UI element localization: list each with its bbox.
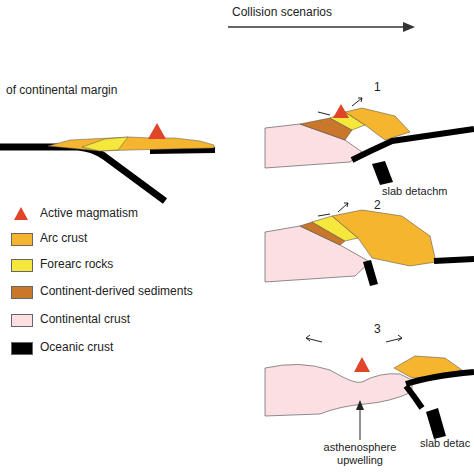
detached-slab xyxy=(372,161,393,185)
annotation: slab detachm xyxy=(382,185,447,198)
annotation: asthenosphere upwelling xyxy=(305,441,415,467)
legend-label: Continental crust xyxy=(40,312,130,326)
legend-label: Oceanic crust xyxy=(40,340,113,354)
oceanic-crust xyxy=(352,129,474,160)
continental-crust xyxy=(265,364,412,416)
legend-symbol xyxy=(11,206,31,221)
volcano-symbol xyxy=(14,207,28,220)
oceanic-crust xyxy=(150,150,215,151)
volcano xyxy=(148,123,166,139)
legend-label: Active magmatism xyxy=(40,206,138,220)
volcano xyxy=(333,104,349,118)
forearc-rocks xyxy=(82,137,128,151)
legend-swatch xyxy=(11,342,33,355)
legend-item: Oceanic crust xyxy=(0,340,260,356)
legend-label: Arc crust xyxy=(40,231,87,245)
scenario-number: 2 xyxy=(374,198,381,212)
oceanic-crust xyxy=(434,259,474,261)
volcano xyxy=(354,357,370,372)
arrow-head xyxy=(356,400,364,410)
subducting-slab xyxy=(406,386,422,408)
arrow-head xyxy=(403,22,415,32)
legend-swatch xyxy=(11,286,33,299)
panel-heading: of continental margin xyxy=(6,83,117,97)
legend-label: Forearc rocks xyxy=(40,257,113,271)
legend-label: Continent-derived sediments xyxy=(40,284,193,298)
motion-arrow xyxy=(318,112,330,115)
legend-item: Active magmatism xyxy=(0,206,260,222)
legend-swatch xyxy=(11,233,33,246)
legend-swatch xyxy=(11,314,33,327)
legend-swatch xyxy=(11,259,33,272)
motion-arrow xyxy=(338,203,348,212)
subducting-slab xyxy=(363,260,378,286)
motion-arrow xyxy=(352,98,362,106)
legend-item: Continental crust xyxy=(0,312,260,328)
oceanic-crust xyxy=(406,372,474,384)
motion-arrow xyxy=(318,214,330,216)
scenario-number: 3 xyxy=(374,322,381,336)
figure-title: Collision scenarios xyxy=(232,5,332,19)
arc-crust xyxy=(332,210,436,266)
arc-crust xyxy=(48,137,214,151)
subducting-slab xyxy=(0,147,165,201)
legend-item: Continent-derived sediments xyxy=(0,284,260,300)
upwelling-arrow xyxy=(360,408,361,440)
legend-item: Arc crust xyxy=(0,231,260,247)
motion-arrow xyxy=(306,335,322,342)
annotation: slab detac xyxy=(420,437,470,450)
direction-arrow xyxy=(228,26,404,27)
legend-item: Forearc rocks xyxy=(0,257,260,273)
detached-slab xyxy=(426,408,446,439)
motion-arrow xyxy=(386,335,402,342)
arc-crust xyxy=(345,108,410,140)
scenario-number: 1 xyxy=(374,80,381,94)
